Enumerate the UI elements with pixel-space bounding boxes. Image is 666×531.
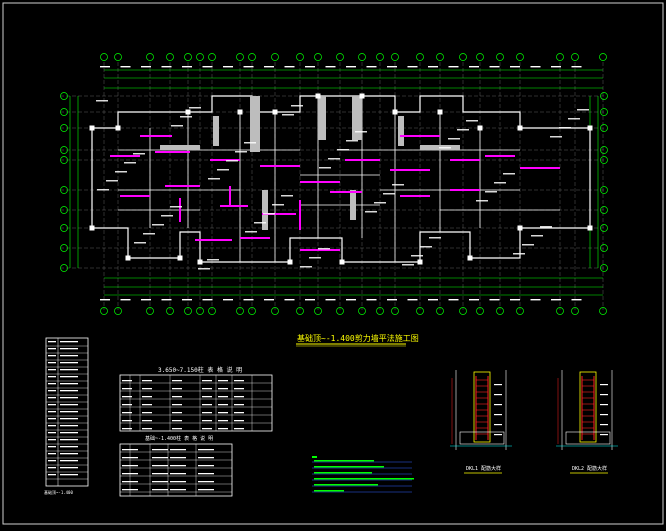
- detail-dkl1: [450, 370, 512, 450]
- right-dimension-lines: [589, 96, 599, 268]
- table-title: 3.650~7.150柱 表 格 说 明: [158, 366, 242, 374]
- interior-walls: [118, 96, 560, 262]
- left-dimension-lines: [69, 96, 79, 268]
- vertical-grid-lines: [100, 53, 607, 315]
- sheet-border: [2, 2, 664, 525]
- column-markers: [89, 93, 593, 265]
- small-table-footer: 基础顶~-1.400: [44, 489, 73, 495]
- rebar-labels: [96, 66, 589, 301]
- detail1-title: DKL1 配筋大样: [466, 465, 501, 472]
- detail-dkl2: [556, 370, 618, 450]
- table2-title: 基础~-1.400柱 表 格 说 明: [145, 435, 213, 442]
- plan-title: 基础顶~-1.400剪力墙平法施工图: [297, 333, 419, 343]
- top-dimension-lines: [104, 69, 603, 89]
- beam-annotations: [110, 135, 560, 251]
- exterior-walls: [91, 95, 591, 263]
- floor-plan: [60, 53, 608, 315]
- general-notes: [312, 456, 414, 493]
- column-schedule-table: 3.650~7.150柱 表 格 说 明 基础~-1.400柱 表 格 说 明: [119, 366, 273, 497]
- bottom-dimension-lines: [104, 277, 603, 296]
- detail2-title: DKL2 配筋大样: [572, 465, 607, 472]
- small-schedule-table: 基础顶~-1.400: [44, 337, 89, 495]
